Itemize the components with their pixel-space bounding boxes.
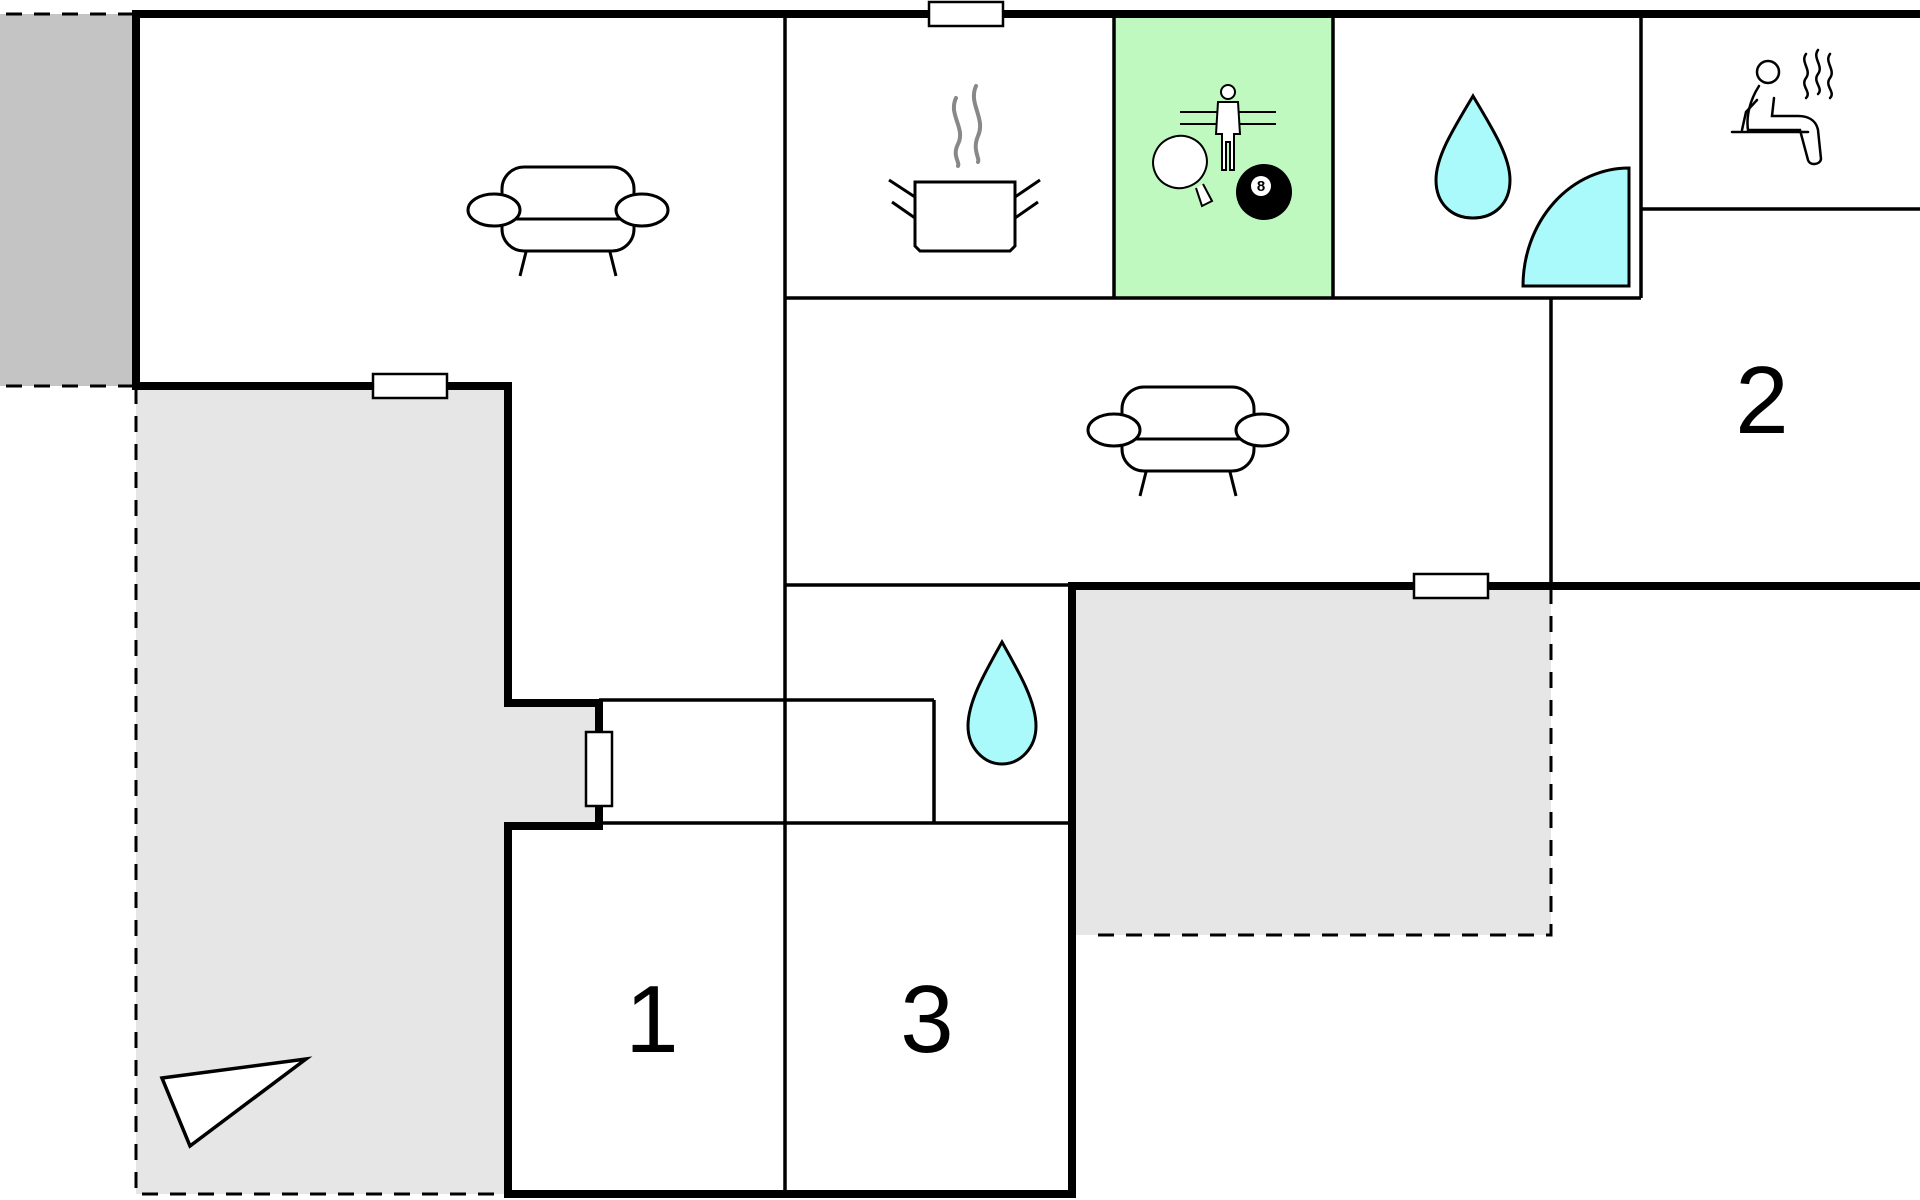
billiard-ball-icon: 8 [1236, 164, 1292, 220]
windows [371, 0, 1490, 808]
shower-tray-icon [1521, 166, 1631, 288]
compass-icon [159, 1056, 313, 1149]
sofa-icon [1086, 385, 1290, 497]
window-north [927, 0, 1005, 28]
water-drop-icon [1434, 93, 1512, 220]
exterior-walls [132, 10, 1920, 1198]
water-drop-icon [966, 638, 1038, 766]
window-hallway [584, 730, 614, 808]
window-west-terrace [371, 372, 449, 400]
foosball-icon [1180, 84, 1276, 171]
window-east-terrace [1412, 572, 1490, 600]
terrace-west [136, 388, 599, 1194]
interior-walls [599, 14, 1920, 1194]
bedroom-2-label: 2 [1735, 347, 1788, 454]
property-boundaries [0, 12, 1553, 1196]
bedroom-3-label: 3 [900, 966, 953, 1073]
parking-area [0, 14, 134, 386]
outdoor-areas [0, 14, 1551, 1194]
game-room-icon: 8 [1152, 84, 1292, 220]
cooking-pot-icon [888, 84, 1041, 253]
bedroom-1-label: 1 [625, 966, 678, 1073]
terrace-east [1075, 588, 1551, 935]
sauna-icon [1730, 48, 1833, 166]
ping-pong-icon [1152, 134, 1214, 208]
billiard-ball-number: 8 [1257, 178, 1265, 195]
sofa-icon [466, 165, 670, 277]
